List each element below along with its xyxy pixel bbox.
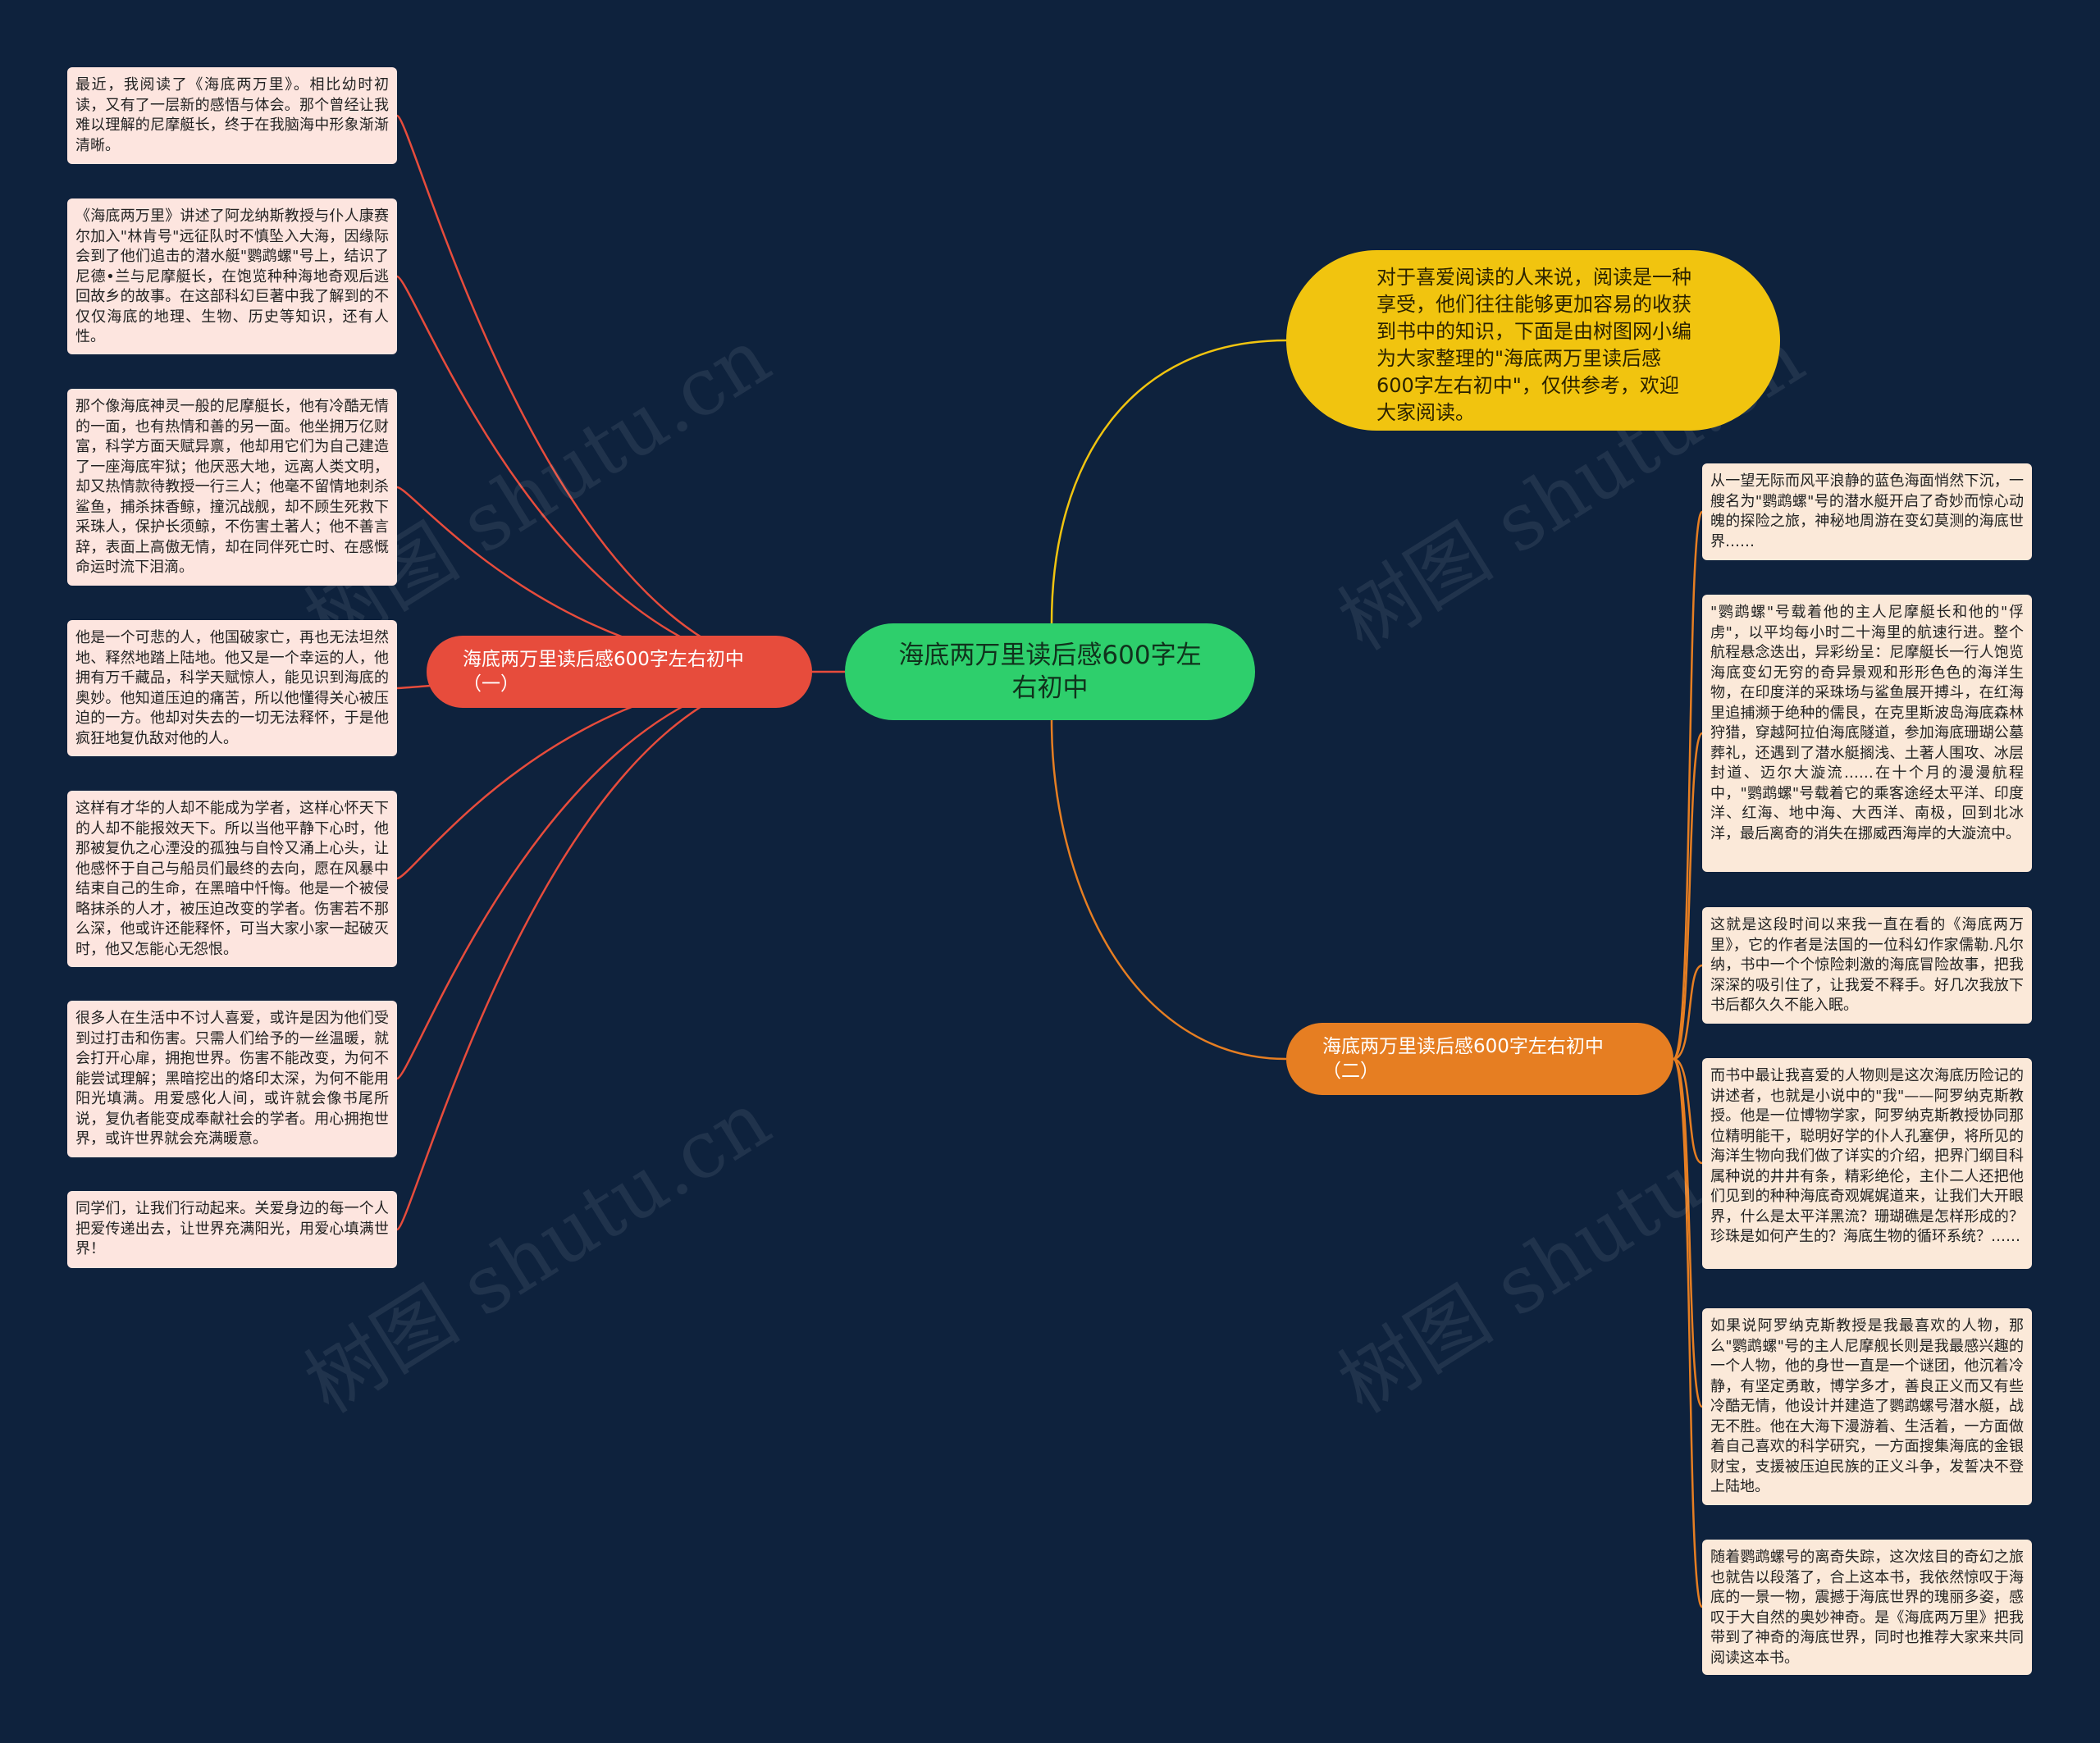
leaf-node[interactable]: 他是一个可悲的人，他国破家亡，再也无法坦然地、释然地踏上陆地。他又是一个幸运的人… (67, 620, 397, 756)
connector-leaf (1672, 1057, 1704, 1608)
leaf-text: 这样有才华的人却不能成为学者，这样心怀天下的人却不能报效天下。所以当他平静下心时… (75, 800, 389, 958)
connector-leaf (1673, 732, 1704, 1061)
connector-intro (1050, 339, 1287, 624)
leaf-text: 随着鹦鹉螺号的离奇失踪，这次炫目的奇幻之旅也就告以段落了，合上这本书，我依然惊叹… (1710, 1549, 2024, 1667)
connector-leaf (395, 670, 813, 1231)
connector-leaf (1673, 1057, 1703, 1165)
leaf-node[interactable]: 这就是这段时间以来我一直在看的《海底两万里》，它的作者是法国的一位科幻作家儒勒.… (1702, 907, 2032, 1024)
leaf-node[interactable]: 这样有才华的人却不能成为学者，这样心怀天下的人却不能报效天下。所以当他平静下心时… (67, 791, 397, 967)
leaf-node[interactable]: 《海底两万里》讲述了阿龙纳斯教授与仆人康赛尔加入"林肯号"远征队时不慎坠入大海，… (67, 198, 397, 354)
leaf-text: "鹦鹉螺"号载着他的主人尼摩艇长和他的"俘虏"，以平均每小时二十海里的航速行进。… (1710, 604, 2024, 842)
connector-branch-2 (1050, 719, 1287, 1061)
central-topic-label: 海底两万里读后感600字左右初中 (898, 641, 1202, 703)
leaf-text: 而书中最让我喜爱的人物则是这次海底历险记的讲述者，也就是小说中的"我"——阿罗纳… (1710, 1067, 2024, 1245)
branch-node-1[interactable]: 海底两万里读后感600字左右初中（一） (427, 636, 812, 708)
leaf-text: 那个像海底神灵一般的尼摩艇长，他有冷酷无情的一面，也有热情和善的另一面。他坐拥万… (75, 398, 389, 576)
connector-leaf (396, 275, 813, 673)
leaf-node[interactable]: 最近，我阅读了《海底两万里》。相比幼时初读，又有了一层新的感悟与体会。那个曾经让… (67, 67, 397, 164)
leaf-node[interactable]: 随着鹦鹉螺号的离奇失踪，这次炫目的奇幻之旅也就告以段落了，合上这本书，我依然惊叹… (1702, 1540, 2032, 1675)
leaf-node[interactable]: 而书中最让我喜爱的人物则是这次海底历险记的讲述者，也就是小说中的"我"——阿罗纳… (1702, 1058, 2032, 1269)
branch-label-2: 海底两万里读后感600字左右初中（二） (1322, 1036, 1604, 1082)
branch-node-2[interactable]: 海底两万里读后感600字左右初中（二） (1286, 1023, 1673, 1095)
leaf-text: 他是一个可悲的人，他国破家亡，再也无法坦然地、释然地踏上陆地。他又是一个幸运的人… (75, 629, 389, 747)
connector-leaf (395, 114, 813, 673)
connector-leaf (396, 670, 813, 1080)
connector-leaf (1672, 1057, 1704, 1408)
intro-text: 对于喜爱阅读的人来说，阅读是一种享受，他们往往能够更加容易的收获到书中的知识，下… (1376, 266, 1691, 424)
leaf-text: 这就是这段时间以来我一直在看的《海底两万里》，它的作者是法国的一位科幻作家儒勒.… (1710, 916, 2024, 1014)
leaf-text: 从一望无际而风平浪静的蓝色海面悄然下沉，一艘名为"鹦鹉螺"号的潜水艇开启了奇妙而… (1710, 472, 2024, 550)
leaf-node[interactable]: 如果说阿罗纳克斯教授是我最喜欢的人物，那么"鹦鹉螺"号的主人尼摩舰长则是我最感兴… (1702, 1308, 2032, 1505)
leaf-node[interactable]: 从一望无际而风平浪静的蓝色海面悄然下沉，一艘名为"鹦鹉螺"号的潜水艇开启了奇妙而… (1702, 463, 2032, 560)
leaf-text: 最近，我阅读了《海底两万里》。相比幼时初读，又有了一层新的感悟与体会。那个曾经让… (75, 76, 389, 154)
leaf-text: 同学们，让我们行动起来。关爱身边的每一个人把爱传递出去，让世界充满阳光，用爱心填… (75, 1200, 389, 1257)
leaf-node[interactable]: 同学们，让我们行动起来。关爱身边的每一个人把爱传递出去，让世界充满阳光，用爱心填… (67, 1191, 397, 1268)
leaf-node[interactable]: 那个像海底神灵一般的尼摩艇长，他有冷酷无情的一面，也有热情和善的另一面。他坐拥万… (67, 389, 397, 586)
leaf-text: 如果说阿罗纳克斯教授是我最喜欢的人物，那么"鹦鹉螺"号的主人尼摩舰长则是我最感兴… (1710, 1317, 2024, 1495)
connector-leaf (1672, 510, 1704, 1061)
branch-label-1: 海底两万里读后感600字左右初中（一） (463, 649, 744, 695)
central-topic[interactable]: 海底两万里读后感600字左右初中 (845, 623, 1255, 720)
leaf-node[interactable]: "鹦鹉螺"号载着他的主人尼摩艇长和他的"俘虏"，以平均每小时二十海里的航速行进。… (1702, 595, 2032, 872)
connector-leaf (1673, 964, 1703, 1061)
leaf-text: 很多人在生活中不讨人喜爱，或许是因为他们受到过打击和伤害。只需人们给予的一丝温暖… (75, 1010, 389, 1148)
leaf-node[interactable]: 很多人在生活中不讨人喜爱，或许是因为他们受到过打击和伤害。只需人们给予的一丝温暖… (67, 1001, 397, 1157)
leaf-text: 《海底两万里》讲述了阿龙纳斯教授与仆人康赛尔加入"林肯号"远征队时不慎坠入大海，… (75, 208, 389, 345)
intro-node[interactable]: 对于喜爱阅读的人来说，阅读是一种享受，他们往往能够更加容易的收获到书中的知识，下… (1286, 250, 1780, 431)
